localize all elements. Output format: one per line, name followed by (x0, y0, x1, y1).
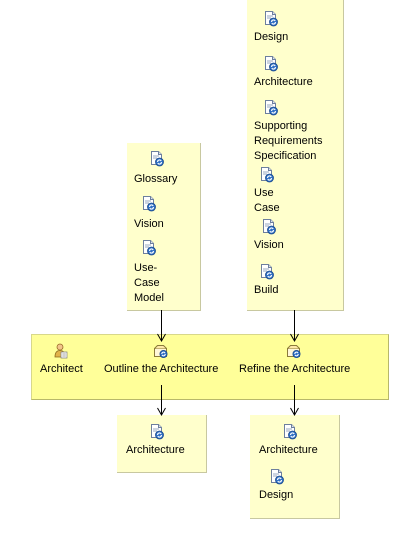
output-panel-right: Architecture Design (250, 415, 340, 519)
artifact-build[interactable]: Build (254, 264, 278, 298)
artifact-vision[interactable]: Vision (134, 196, 164, 232)
artifact-label: Use- Case Model (134, 262, 164, 304)
artifact-vision[interactable]: Vision (254, 219, 284, 253)
artifact-label: Vision (134, 218, 164, 230)
activity-band (31, 334, 389, 400)
artifact-label: Supporting Requirements Specification (254, 120, 323, 162)
artifact-label: Architecture (259, 444, 318, 456)
task-refine-the-architecture[interactable]: Refine the Architecture (239, 343, 350, 377)
input-panel-left: Glossary Vision Use- Case Model (127, 143, 201, 311)
artifact-architecture[interactable]: Architecture (254, 56, 313, 90)
artifact-label: Architecture (254, 76, 313, 88)
artifact-label: Glossary (134, 173, 178, 185)
artifact-label: Vision (254, 239, 284, 251)
artifact-architecture[interactable]: Architecture (259, 424, 318, 458)
artifact-use-case[interactable]: Use Case (254, 167, 280, 216)
artifact-supporting-requirements-specification[interactable]: Supporting Requirements Specification (254, 100, 322, 164)
artifact-label: Architecture (126, 444, 185, 456)
artifact-label: Build (254, 284, 279, 296)
artifact-design[interactable]: Design (259, 469, 293, 503)
task-outline-the-architecture[interactable]: Outline the Architecture (104, 343, 218, 377)
artifact-use-case-model[interactable]: Use- Case Model (134, 240, 164, 306)
artifact-label: Design (259, 489, 294, 501)
role-architect[interactable]: Architect (40, 343, 83, 377)
artifact-label: Design (254, 31, 289, 43)
artifact-architecture[interactable]: Architecture (126, 424, 185, 458)
output-panel-left: Architecture (117, 415, 207, 473)
task-label: Refine the Architecture (239, 363, 351, 375)
task-label: Outline the Architecture (104, 363, 219, 375)
role-label: Architect (40, 363, 83, 375)
input-panel-right: Design Architecture Supporting Requireme… (247, 0, 344, 311)
artifact-glossary[interactable]: Glossary (134, 151, 177, 187)
artifact-design[interactable]: Design (254, 11, 288, 45)
artifact-label: Use Case (254, 187, 280, 214)
